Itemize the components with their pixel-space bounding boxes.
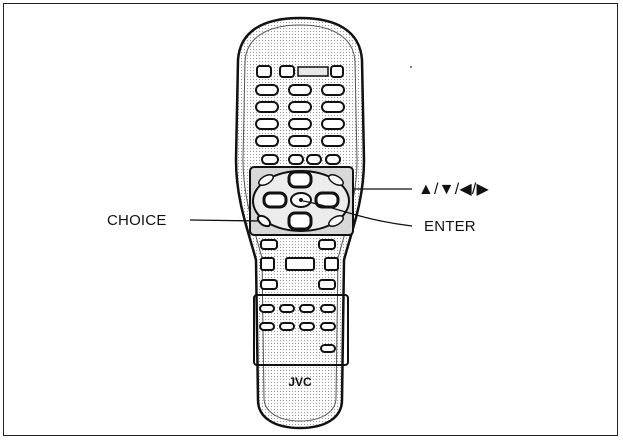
choice-label: CHOICE	[107, 212, 167, 229]
button-grid	[255, 84, 345, 165]
lower-button[interactable]	[318, 279, 336, 290]
choice-leader	[189, 219, 259, 222]
grid-button[interactable]	[288, 118, 312, 130]
flap-button[interactable]	[279, 322, 295, 331]
grid-button[interactable]	[261, 154, 279, 165]
flap-button[interactable]	[279, 304, 295, 313]
down-arrow-button[interactable]	[287, 211, 313, 231]
enter-label: ENTER	[424, 218, 476, 235]
flap-button[interactable]	[320, 304, 336, 313]
lower-button[interactable]	[260, 279, 278, 290]
left-arrow-button[interactable]	[262, 191, 288, 209]
grid-button[interactable]	[321, 84, 345, 96]
flap-button[interactable]	[299, 304, 315, 313]
lower-controls	[260, 239, 339, 290]
enter-leader	[302, 200, 413, 227]
grid-button[interactable]	[255, 118, 279, 130]
flap-button[interactable]	[299, 322, 315, 331]
lower-button[interactable]	[260, 239, 278, 250]
display-strip	[297, 66, 329, 77]
lower-button[interactable]	[285, 257, 315, 271]
grid-button[interactable]	[321, 135, 345, 147]
flap-button[interactable]	[259, 304, 275, 313]
corner-button[interactable]	[327, 214, 345, 229]
stray-dot	[410, 66, 412, 68]
grid-button[interactable]	[288, 135, 312, 147]
top-button-3[interactable]	[330, 65, 344, 78]
bottom-panel-frame	[253, 294, 349, 366]
figure-frame	[3, 3, 618, 436]
corner-button[interactable]	[327, 173, 345, 188]
flap-button[interactable]	[320, 322, 336, 331]
grid-button[interactable]	[255, 135, 279, 147]
bottom-panel	[253, 294, 349, 366]
grid-button[interactable]	[306, 154, 322, 165]
top-row	[256, 65, 344, 78]
grid-button[interactable]	[321, 101, 345, 113]
grid-button[interactable]	[255, 101, 279, 113]
flap-button[interactable]	[320, 344, 336, 353]
top-button-1[interactable]	[256, 65, 272, 78]
grid-button[interactable]	[288, 84, 312, 96]
grid-button[interactable]	[325, 154, 341, 165]
nav-panel	[249, 166, 354, 236]
lower-button[interactable]	[260, 257, 275, 271]
top-button-2[interactable]	[279, 65, 295, 78]
choice-button[interactable]	[256, 214, 272, 229]
enter-dot	[299, 198, 303, 202]
remote-inner-outline	[242, 24, 358, 422]
arrow-keys-label: ▲/▼/◀/▶	[418, 181, 490, 198]
brand-logo: JVC	[288, 375, 312, 389]
up-arrow-button[interactable]	[287, 170, 313, 189]
lower-button[interactable]	[318, 239, 336, 250]
corner-button[interactable]	[257, 173, 275, 188]
callout-lines	[189, 188, 413, 227]
flap-button[interactable]	[259, 322, 275, 331]
grid-button[interactable]	[288, 101, 312, 113]
grid-button[interactable]	[288, 154, 304, 165]
grid-button[interactable]	[255, 84, 279, 96]
grid-button[interactable]	[321, 118, 345, 130]
lower-button[interactable]	[324, 257, 339, 271]
